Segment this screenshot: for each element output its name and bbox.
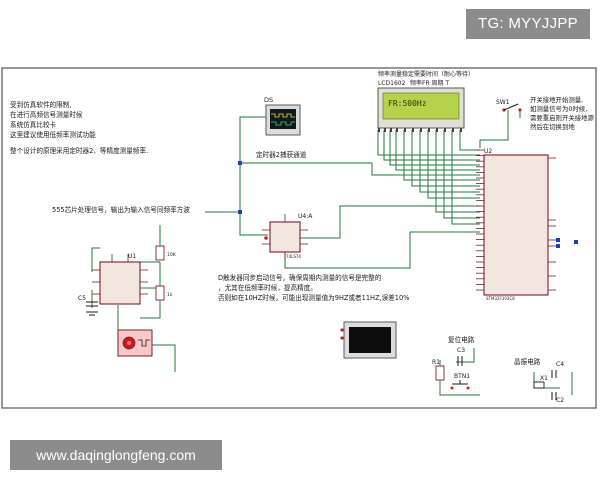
intro-note: 受到仿真软件的限制, 在进行高频信号测量时候 系统仿真比较卡 这里建议使用低频率…	[10, 100, 96, 139]
resistor-1k	[155, 285, 165, 301]
r1-label: R1	[432, 359, 440, 366]
switch-line-2: 如测量信号为0时候,	[530, 104, 587, 113]
intro-line-3: 系统仿真比较卡	[10, 120, 57, 129]
wire-lcd-7	[419, 130, 480, 193]
wire-switch	[479, 110, 509, 148]
dff-line-1: D触发器同步启动信号，确保周期内测量的信号是完整的	[218, 273, 382, 282]
crystal-label: 晶振电路	[514, 357, 541, 366]
dff-note: D触发器同步启动信号，确保周期内测量的信号是完整的 ，尤其在低频率时候，提高精度…	[218, 273, 409, 302]
mcu-u2: U2 STM32F103C8	[476, 148, 556, 301]
wire-timer2-channel	[240, 162, 480, 176]
ne555-u1: U1 10K 1k C5	[78, 245, 177, 316]
wire-lcd-5	[403, 130, 480, 181]
wire-lcd-8	[427, 130, 480, 199]
wire-lcd-2	[383, 130, 480, 161]
dff-line-3: 否则如在10HZ时候，可能出现测量值为9HZ或者11HZ,误差10%	[218, 293, 409, 302]
wire-lcd-11	[451, 130, 480, 225]
intro-line-2: 在进行高频信号测量时候	[10, 110, 83, 119]
wires	[91, 110, 573, 396]
wire-dff-q	[300, 205, 480, 239]
switch-line-3: 需要重启则开关接地源	[530, 113, 595, 122]
switch-line-1: 开关接地开始测量,	[530, 95, 583, 104]
reset-circuit: R1 C3 BTN1	[432, 347, 470, 390]
wire-osc-input	[239, 116, 268, 236]
telegram-watermark: TG: MYYJJPP	[466, 9, 590, 39]
u4-label: U4:A	[298, 213, 313, 220]
wire-555-thr	[91, 247, 100, 272]
x1-label: X1	[540, 375, 548, 382]
dff-u4a: U4:A 74LS74	[262, 213, 313, 260]
u2-part-label: STM32F103C8	[486, 296, 515, 301]
oscilloscope: DS	[264, 96, 301, 136]
c4-label: C4	[556, 361, 564, 368]
lcd-top-note: 频率测量稳定需要时间（耐心等待） LCD1602 频率FR 周期 T	[378, 70, 474, 87]
c5-label: C5	[78, 295, 86, 302]
wire-555-out	[150, 344, 176, 372]
resistor-1k-label: 1k	[167, 292, 173, 298]
crystal-circuit: X1 C4 C2	[533, 361, 564, 404]
timer2-note: 定时器2捕获通道	[256, 150, 307, 159]
wire-lcd-12	[459, 130, 480, 151]
resistor-10k	[155, 245, 165, 261]
u2-label: U2	[484, 148, 492, 155]
intro-line-1: 受到仿真软件的限制,	[10, 100, 71, 109]
wire-lcd-9	[435, 130, 480, 213]
wire-lcd-6	[411, 130, 480, 187]
switch-note: 开关接地开始测量, 如测量信号为0时候, 需要重启则开关接地源 然后在切换到地	[530, 95, 595, 131]
signal-generator	[117, 329, 153, 357]
intro-line-4: 这里建议使用低频率测试功能	[10, 130, 96, 139]
wire-555-r3	[140, 300, 161, 319]
btn1-label: BTN1	[454, 373, 470, 380]
ne555-note: 555芯片处理信号，输出为输入信号同频率方波	[52, 205, 190, 214]
lcd-note-3: 频率FR 周期 T	[410, 79, 449, 87]
reset-label: 复位电路	[448, 335, 475, 344]
design-note: 整个设计的原理采用定时器2、等精度测量频率.	[10, 146, 148, 155]
resistor-10k-label: 10K	[167, 252, 177, 258]
c2-label: C2	[556, 397, 564, 404]
sw1-label: SW1	[496, 99, 510, 106]
dff-line-2: ，尤其在低频率时候，提高精度。	[218, 283, 317, 292]
lcd-module: FR:500Hz	[377, 87, 465, 132]
wire-dff-clr	[284, 231, 480, 269]
u1-label: U1	[128, 253, 136, 260]
wire-lcd-10	[443, 130, 480, 219]
lcd-display-text: FR:500Hz	[388, 99, 427, 108]
wire-lcd-3	[389, 130, 480, 166]
ds-label: DS	[264, 96, 273, 104]
switch-sw1: SW1	[496, 99, 522, 118]
site-watermark: www.daqinglongfeng.com	[10, 440, 222, 470]
u4-part-label: 74LS74	[286, 254, 301, 259]
logic-analyzer	[340, 321, 397, 359]
switch-line-4: 然后在切换到地	[530, 122, 575, 131]
lcd-note-1: 频率测量稳定需要时间（耐心等待）	[378, 70, 474, 78]
wire-lcd-1	[377, 130, 480, 156]
net-markers	[238, 161, 578, 248]
c3-label: C3	[457, 347, 465, 354]
lcd-note-2: LCD1602	[378, 80, 406, 87]
